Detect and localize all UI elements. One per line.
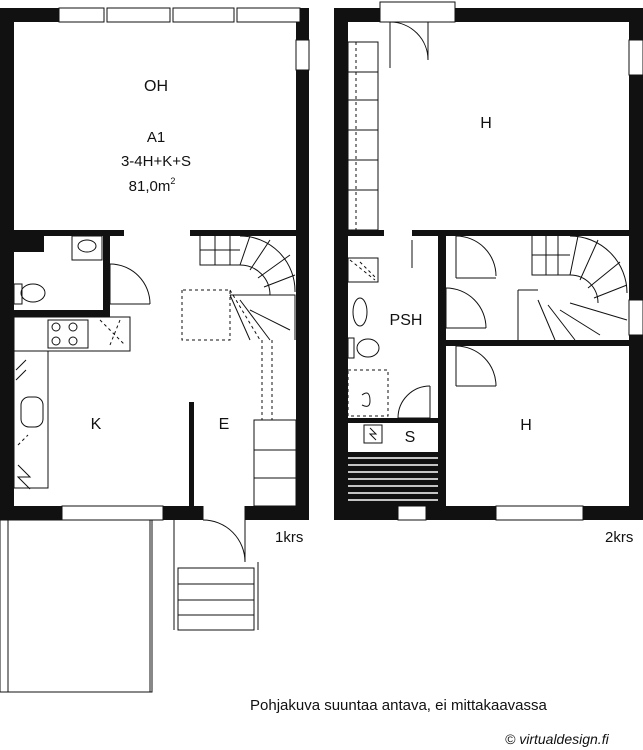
room-label-living: OH <box>144 78 168 95</box>
floor-2-hall-doors <box>445 235 497 387</box>
room-label-bedroom-large: H <box>480 115 492 132</box>
apartment-info: A1 3-4H+K+S 81,0m2 <box>121 129 191 195</box>
floor-2-plan <box>334 1 643 521</box>
wardrobe <box>347 41 379 231</box>
floor-1-plan <box>0 7 310 693</box>
bathroom-door <box>397 385 431 419</box>
floor-2-label: 2krs <box>605 529 633 546</box>
wc-fixtures <box>13 235 103 305</box>
floor-2-walls <box>334 8 643 520</box>
kitchen-counters <box>13 316 131 490</box>
apartment-area: 81,0m2 <box>129 176 176 195</box>
apartment-type: 3-4H+K+S <box>121 153 191 170</box>
floor-2-staircase <box>517 235 628 341</box>
outdoor-steps <box>173 520 259 631</box>
floor-2-windows <box>379 1 643 521</box>
terrace <box>0 519 153 693</box>
apartment-area-value: 81,0m <box>129 178 171 195</box>
apartment-area-superscript: 2 <box>170 176 175 186</box>
room-label-entry: E <box>219 416 230 433</box>
room-label-sauna: S <box>405 429 416 446</box>
apartment-code: A1 <box>147 129 165 146</box>
floor-1-staircase <box>181 235 297 507</box>
disclaimer-text: Pohjakuva suuntaa antava, ei mittakaavas… <box>250 697 547 714</box>
credit-text: © virtualdesign.fi <box>505 731 609 747</box>
entrance-door <box>202 506 246 563</box>
sauna-bench-slats <box>348 457 438 501</box>
room-labels: OH K E H PSH S H <box>91 78 532 446</box>
floor-1-label: 1krs <box>275 529 303 546</box>
bedroom-door-top <box>389 21 429 68</box>
sauna-stove <box>363 424 383 444</box>
room-label-bathroom: PSH <box>390 312 423 329</box>
floor-1-walls <box>0 8 309 520</box>
floor-1-windows <box>58 7 310 521</box>
room-label-bedroom-small: H <box>520 417 532 434</box>
room-label-kitchen: K <box>91 416 102 433</box>
wc-door <box>109 263 151 305</box>
bathroom-fixtures <box>347 240 413 417</box>
